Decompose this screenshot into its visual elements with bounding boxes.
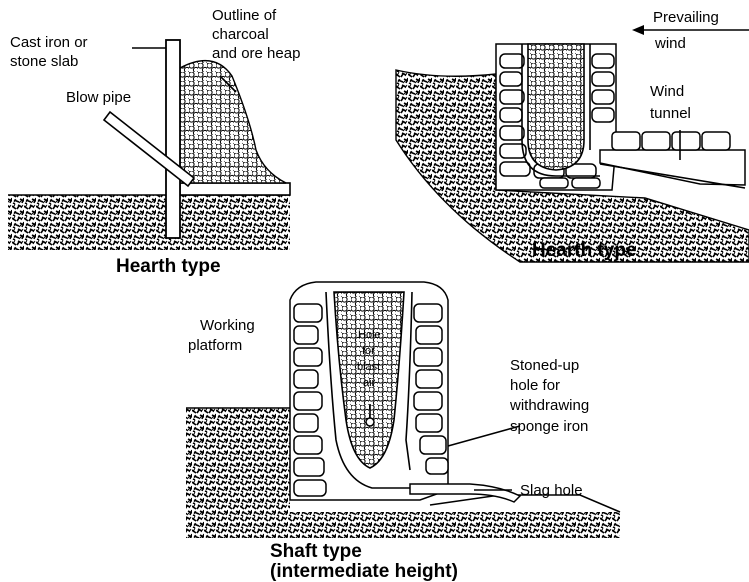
charcoal-ore-heap	[180, 61, 286, 183]
label-stoned-1: Stoned-up	[510, 357, 579, 374]
caption-hearth-left: Hearth type	[116, 256, 221, 277]
label-hole-3: blast	[357, 361, 380, 373]
label-heap-3: and ore heap	[212, 45, 300, 62]
caption-shaft-1: Shaft type	[270, 541, 362, 562]
label-wind-tunnel-2: tunnel	[650, 105, 691, 122]
label-stoned-2: hole for	[510, 377, 560, 394]
hearth-floor	[180, 183, 290, 195]
label-slag-hole: Slag hole	[520, 482, 583, 499]
label-stoned-3: withdrawing	[509, 397, 589, 414]
label-working: Working	[200, 317, 255, 334]
cast-iron-slab	[166, 40, 180, 238]
label-stoned-4: sponge iron	[510, 418, 588, 435]
caption-shaft-2: (intermediate height)	[270, 561, 458, 582]
blast-air-hole	[366, 418, 374, 426]
label-heap-1: Outline of	[212, 7, 277, 24]
label-cast-iron-1: Cast iron or	[10, 34, 88, 51]
label-platform: platform	[188, 337, 242, 354]
caption-hearth-right: Hearth type	[532, 240, 637, 261]
wind-tunnel	[600, 132, 745, 185]
label-cast-iron-2: stone slab	[10, 53, 78, 70]
ground-soil	[8, 195, 290, 250]
hearth-type-left: Cast iron or stone slab Outline of charc…	[8, 7, 300, 277]
label-hole-4: air	[363, 377, 376, 389]
hearth-type-right: Prevailing wind Wind tunnel Hearth type	[396, 9, 749, 262]
label-wind-tunnel-1: Wind	[650, 83, 684, 100]
label-blow-pipe: Blow pipe	[66, 89, 131, 106]
label-hole-1: Hole	[358, 329, 381, 341]
label-hole-2: for	[362, 345, 375, 357]
shaft-type: Working platform Hole for blast air Ston…	[186, 282, 620, 582]
label-wind: wind	[654, 35, 686, 52]
label-heap-2: charcoal	[212, 26, 269, 43]
furnace-shaft	[528, 44, 584, 170]
label-prevailing: Prevailing	[653, 9, 719, 26]
wind-arrow-head	[632, 25, 644, 35]
